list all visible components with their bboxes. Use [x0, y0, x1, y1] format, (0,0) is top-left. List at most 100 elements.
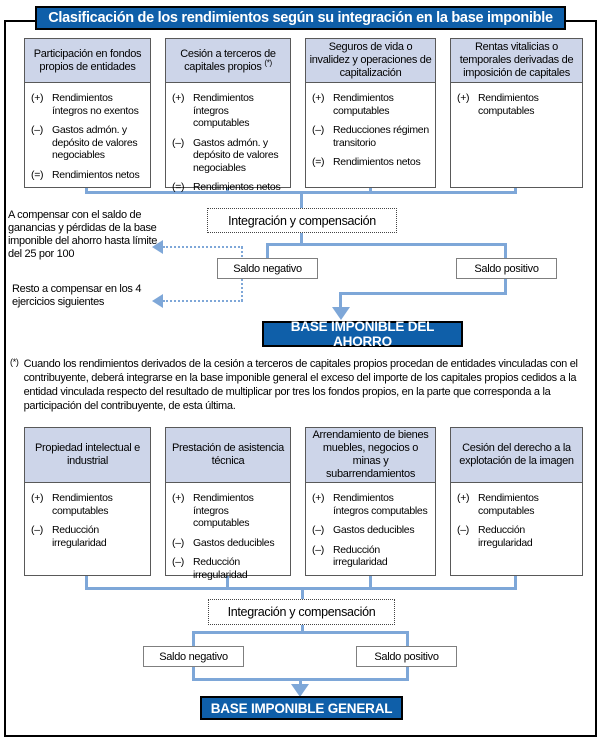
category-box-asistencia-tecnica: Prestación de asistencia técnica (+) Rend…: [165, 427, 291, 581]
connector-stub: [226, 186, 229, 194]
connector-loop-top: [192, 631, 409, 634]
annotation-compensar: A compensar con el saldo de ganancias y …: [8, 209, 158, 260]
item-text: Rendimientos íntegros computables: [193, 492, 254, 529]
item-text: Rendimientos íntegros no exentos: [52, 92, 139, 117]
item-text: Rendimientos computables: [478, 492, 539, 517]
item-text: Gastos admón. y depósito de valores nego…: [193, 136, 279, 174]
dotted-connector: [163, 246, 243, 248]
category-body: (+) Rendimientos íntegros computables (–)…: [166, 483, 290, 581]
list-item: (+) Rendimientos íntegros computables: [172, 492, 286, 530]
header-text: Prestación de asistencia técnica: [171, 442, 285, 467]
saldo-negativo-ahorro: Saldo negativo: [217, 258, 318, 279]
connector-stub: [85, 186, 88, 194]
integration-box-ahorro: Integración y compensación: [207, 208, 397, 233]
connector-drop: [504, 243, 507, 258]
list-item: (=) Rendimientos netos: [172, 181, 286, 194]
category-header: Participación en fondos propios de entid…: [25, 39, 150, 83]
category-header: Propiedad intelectual e industrial: [25, 428, 150, 483]
item-text: Rendimientos netos: [333, 156, 421, 168]
header-text: Propiedad intelectual e industrial: [34, 442, 140, 467]
list-item: (+) Rendimientos íntegros computables: [172, 92, 286, 130]
item-text: Rendimientos netos: [52, 168, 140, 181]
saldo-label: Saldo positivo: [374, 650, 439, 663]
item-marker: (+): [31, 92, 44, 104]
item-marker: (–): [172, 536, 184, 549]
item-text: Reducción irregularidad: [52, 524, 107, 549]
footnote: (*) Cuando los rendimientos derivados de…: [10, 357, 592, 413]
list-item: (–)Reducción irregularidad: [172, 556, 286, 581]
category-box-rentas-vitalicias: Rentas vitalicias o temporales derivadas…: [450, 38, 583, 188]
integration-label: Integración y compensación: [228, 213, 376, 228]
item-marker: (=): [31, 168, 44, 181]
item-text: Rendimientos íntegros computables: [193, 92, 254, 129]
item-marker: (–): [312, 524, 324, 536]
item-text: Rendimientos computables: [478, 92, 539, 117]
list-item: (–)Reducciones régimen transitorio: [312, 124, 431, 149]
annotation-resto: Resto a compensar en los 4 ejercicios si…: [12, 283, 142, 308]
header-text: Cesión del derecho a la explotación de l…: [459, 442, 574, 467]
category-header: Seguros de vida o invalidez y operacione…: [306, 39, 435, 83]
left-arrow-icon: [152, 294, 163, 308]
item-marker: (–): [457, 524, 469, 536]
list-item: (+)Rendimientos computables: [31, 492, 146, 517]
saldo-positivo-general: Saldo positivo: [356, 646, 457, 667]
item-marker: (–): [31, 524, 43, 536]
connector-stub: [301, 625, 304, 634]
item-marker: (+): [172, 92, 185, 104]
header-text: Participación en fondos propios de entid…: [33, 47, 142, 73]
header-text: Seguros de vida o invalidez y operacione…: [309, 41, 432, 79]
connector-stub: [300, 191, 303, 208]
saldo-label: Saldo positivo: [474, 262, 539, 275]
category-header: Prestación de asistencia técnica: [166, 428, 290, 483]
category-header: Arrendamiento de bienes muebles, negocio…: [306, 428, 435, 483]
item-marker: (=): [172, 181, 185, 193]
list-item: (–) Gastos deducibles: [172, 537, 286, 550]
list-item: (–) Reducción irregularidad: [31, 524, 146, 549]
item-text: Gastos admón. y depósito de valores nego…: [52, 124, 138, 161]
saldo-label: Saldo negativo: [159, 650, 228, 663]
connector-stub: [299, 678, 302, 686]
item-marker: (–): [172, 556, 184, 568]
category-box-propiedad-intelectual: Propiedad intelectual e industrial (+)Re…: [24, 427, 151, 576]
dotted-connector: [163, 300, 243, 302]
page-title: Clasificación de los rendimientos según …: [35, 6, 566, 30]
item-marker: (+): [312, 492, 325, 504]
item-text: Rendimientos netos: [193, 181, 281, 193]
category-box-participacion: Participación en fondos propios de entid…: [24, 38, 151, 188]
connector-stub: [226, 574, 229, 590]
header-text: Rentas vitalicias o temporales derivadas…: [459, 41, 574, 79]
list-item: (+)Rendimientos computables: [312, 92, 431, 117]
header-text: Cesión a terceros de capitales propios: [180, 47, 276, 73]
connector-stub: [301, 587, 304, 599]
category-header: Rentas vitalicias o temporales derivadas…: [451, 39, 582, 83]
down-arrow-icon: [332, 307, 350, 320]
item-text: Gastos deducibles: [333, 524, 415, 536]
list-item: (–) Gastos admón. y depósito de valores n…: [172, 137, 286, 175]
item-marker: (+): [172, 492, 185, 504]
item-marker: (+): [457, 92, 470, 104]
saldo-label: Saldo negativo: [233, 262, 302, 275]
connector-stub: [300, 233, 303, 244]
connector-stub: [369, 186, 372, 194]
category-box-cesion-terceros: Cesión a terceros de capitales propios (…: [165, 38, 291, 193]
list-item: (–)Gastos admón. y depósito de valores n…: [31, 124, 146, 162]
category-header: Cesión del derecho a la explotación de l…: [451, 428, 582, 483]
connector-stub: [369, 574, 372, 590]
base-label: BASE IMPONIBLE DEL AHORRO: [290, 319, 435, 349]
category-body: (+) Rendimientos íntegros no exentos (–)G…: [25, 83, 150, 181]
category-body: (+) Rendimientos computables: [451, 83, 582, 117]
list-item: (=)Rendimientos netos: [312, 156, 431, 169]
category-body: (+)Rendimientos íntegros computables (–)…: [306, 483, 435, 569]
connector-drop: [266, 243, 269, 258]
category-header: Cesión a terceros de capitales propios (…: [166, 39, 290, 83]
footnote-marker: (*): [10, 357, 19, 367]
item-text: Reducción irregularidad: [333, 543, 388, 569]
list-item: (+)Rendimientos íntegros computables: [312, 492, 431, 517]
connector-drop: [504, 279, 507, 295]
list-item: (–) Gastos deducibles: [312, 524, 431, 537]
item-text: Gastos deducibles: [193, 536, 275, 549]
item-marker: (–): [172, 136, 184, 149]
connector-stub: [85, 574, 88, 590]
connector-stub: [514, 574, 517, 590]
